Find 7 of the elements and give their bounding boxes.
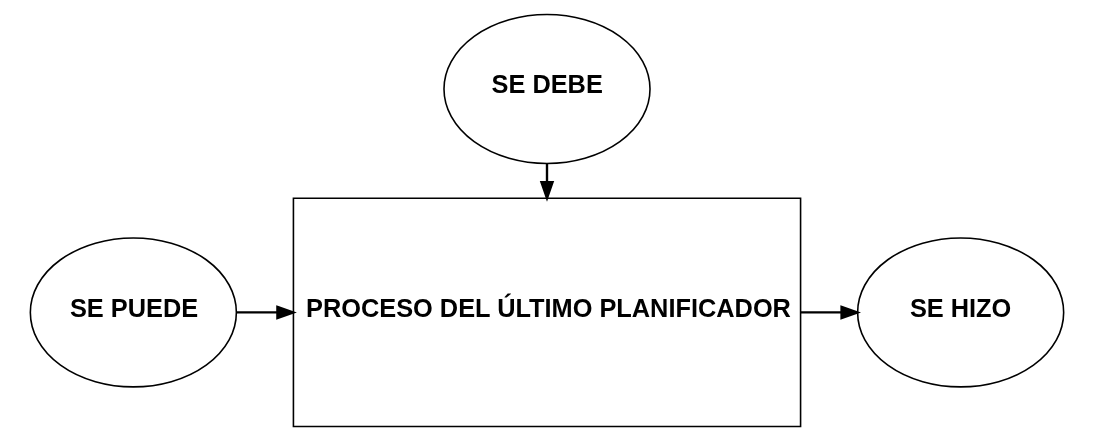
node-box: PROCESO DEL ÚLTIMO PLANIFICADOR	[292, 197, 801, 428]
node-ellipse: SE HIZO	[856, 237, 1064, 388]
arrow	[539, 163, 554, 202]
node-ellipse: SE DEBE	[442, 13, 651, 165]
node-ellipse: SE PUEDE	[29, 237, 237, 388]
arrow	[235, 305, 297, 320]
arrow	[800, 305, 861, 320]
